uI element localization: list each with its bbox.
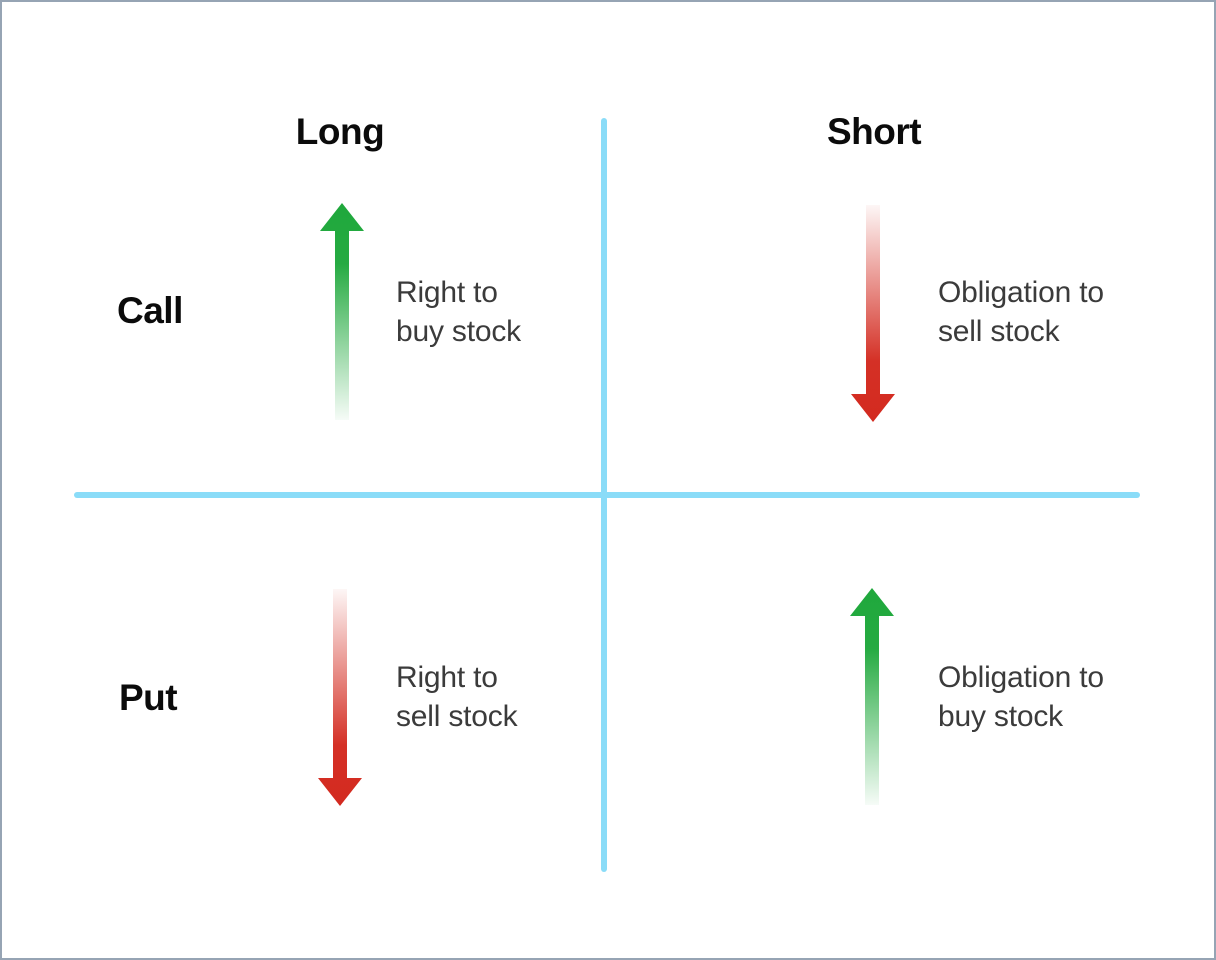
quadrant-put-short-description: Obligation to buy stock	[938, 658, 1104, 736]
description-line: Right to	[396, 276, 498, 309]
column-header-long: Long	[295, 111, 385, 152]
description-line: buy stock	[938, 700, 1063, 733]
quadrant-call-short-description: Obligation to sell stock	[938, 273, 1104, 351]
vertical-axis-line	[601, 118, 607, 872]
column-header-short: Short	[826, 111, 922, 152]
green-up-arrow-icon	[320, 203, 364, 420]
green-up-arrow-icon	[850, 588, 894, 805]
quadrant-put-long-description: Right to sell stock	[396, 658, 518, 736]
description-line: sell stock	[938, 315, 1060, 348]
row-label-put: Put	[119, 677, 178, 718]
description-line: Right to	[396, 661, 498, 694]
row-label-call: Call	[117, 290, 183, 331]
description-line: Obligation to	[938, 661, 1104, 694]
description-line: Obligation to	[938, 276, 1104, 309]
horizontal-axis-line	[74, 492, 1140, 498]
description-line: sell stock	[396, 700, 518, 733]
red-down-arrow-icon	[851, 205, 895, 422]
quadrant-call-long-description: Right to buy stock	[396, 273, 521, 351]
description-line: buy stock	[396, 315, 521, 348]
red-down-arrow-icon	[318, 589, 362, 806]
